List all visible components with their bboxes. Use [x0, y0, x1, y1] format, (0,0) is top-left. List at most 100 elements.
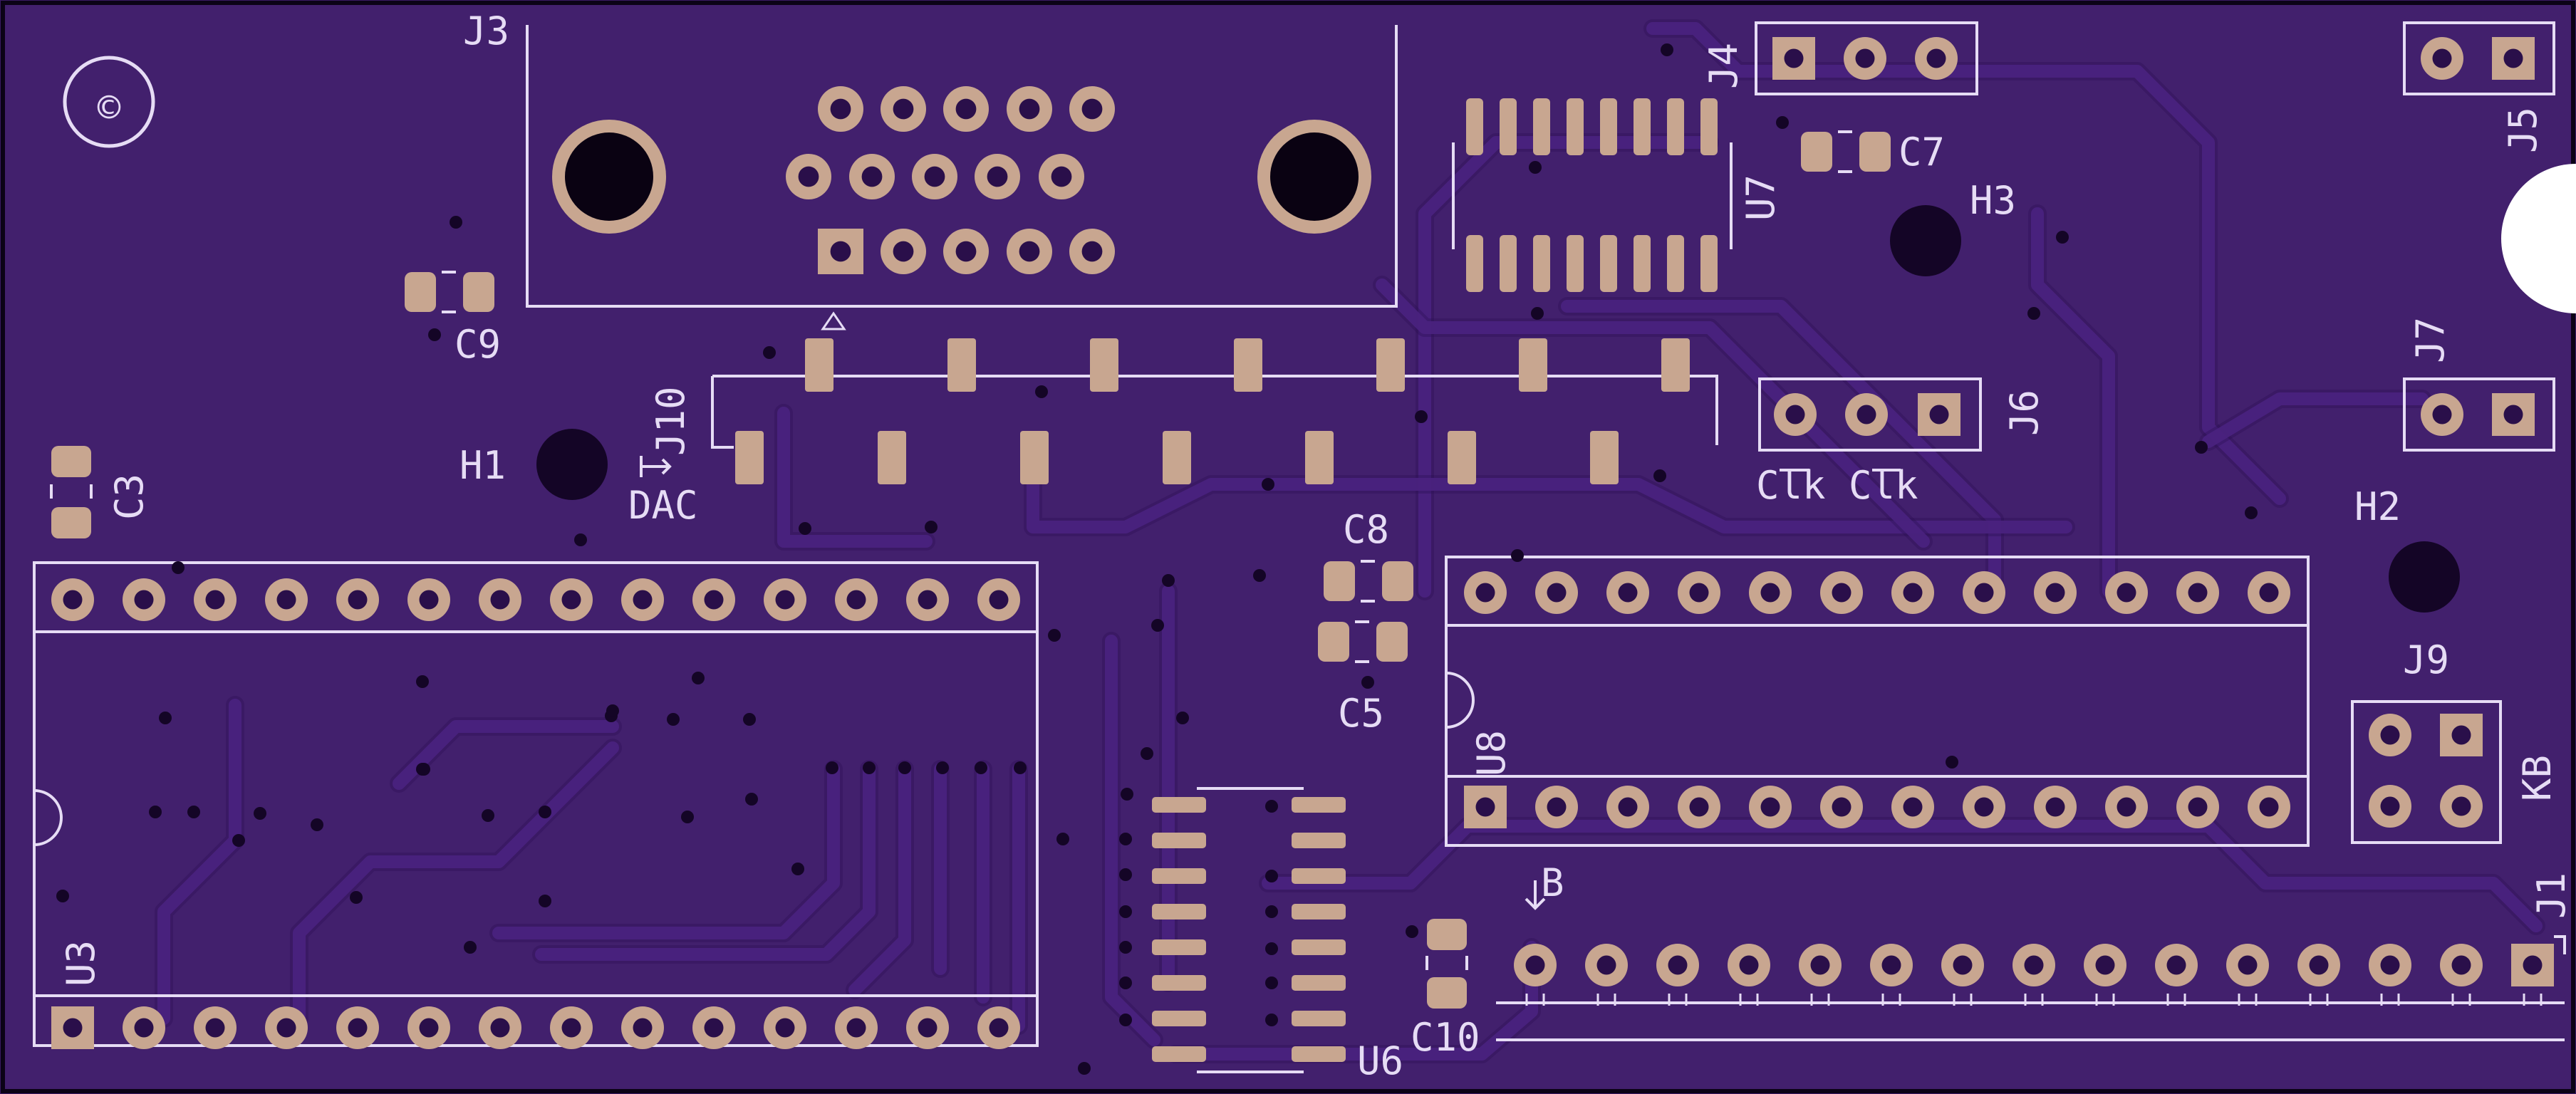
label-C3: C3 [107, 474, 152, 520]
j1-pin-hole [1668, 955, 1688, 975]
j10-pad [1234, 338, 1262, 392]
via [1265, 800, 1278, 813]
u6-pad [1152, 975, 1206, 991]
via [2195, 441, 2208, 454]
u3-pin-hole [63, 590, 83, 610]
j1-pin-hole [1881, 955, 1901, 975]
u3-pin-hole [846, 1018, 866, 1038]
u3-pin-hole [419, 590, 439, 610]
via [692, 672, 705, 684]
j1-pin-hole [1596, 955, 1616, 975]
u8-pin-hole [1618, 797, 1638, 817]
j10-pad [1090, 338, 1118, 392]
via [2056, 231, 2069, 244]
label-C10: C10 [1411, 1015, 1480, 1060]
via [482, 809, 494, 822]
label-J6: J6 [2002, 390, 2047, 436]
J1-pins [1514, 944, 2554, 1006]
u3-pin-hole [846, 590, 866, 610]
j9-pin-hole [2380, 725, 2400, 745]
U8-pins [1464, 571, 2290, 828]
via [1529, 161, 1542, 174]
J4-pins [1772, 37, 1958, 80]
j3-pin-hole [1081, 98, 1103, 120]
via [574, 533, 587, 546]
via [1176, 712, 1189, 724]
u3-pin-hole [134, 1018, 154, 1038]
chip-U8: U8 [1445, 556, 2310, 847]
via [1035, 385, 1048, 398]
j1-pin-hole [1525, 955, 1545, 975]
j4-pin-hole [1855, 48, 1875, 68]
j1-pin-hole [2024, 955, 2044, 975]
u8-pin-hole [1475, 797, 1495, 817]
capacitor-C3: C3 [50, 446, 152, 538]
header-J9: J9 KB [2351, 637, 2560, 844]
j10-pad [805, 338, 833, 392]
header-J4: J4 [1701, 21, 1978, 95]
u6-pad [1292, 797, 1346, 813]
via [1531, 307, 1544, 320]
mounting-hole-H1 [536, 429, 608, 500]
via [232, 834, 245, 847]
via [1121, 788, 1133, 801]
j3-pin-hole [987, 166, 1008, 187]
via [1265, 976, 1278, 989]
u8-pin-hole [2188, 583, 2208, 603]
header-J6: J6 Clk Clk [1756, 377, 2047, 508]
via [1141, 747, 1153, 760]
u6-pad [1292, 868, 1346, 884]
j5-pin-hole [2432, 48, 2452, 68]
via [450, 216, 462, 229]
j1-pin-hole [2238, 955, 2258, 975]
via [1056, 833, 1069, 845]
u7-pad [1700, 98, 1718, 155]
u3-pin-hole [276, 1018, 296, 1038]
capacitor-C9: C9 [405, 271, 501, 367]
label-H3: H3 [1970, 178, 2016, 223]
j10-pad [1020, 431, 1049, 484]
header-J10: J10 DAC [628, 375, 1718, 528]
j10-pad [1305, 431, 1334, 484]
via [826, 761, 838, 774]
label-J1: J1 [2529, 872, 2574, 919]
u3-pin-hole [918, 590, 938, 610]
u7-pad [1600, 98, 1617, 155]
label-DAC: DAC [628, 483, 698, 528]
via [1415, 410, 1428, 423]
j1-pin-hole [2380, 955, 2400, 975]
u8-pin-hole [2117, 797, 2136, 817]
j1-pin-hole [2451, 955, 2471, 975]
j1-pin-hole [1739, 955, 1759, 975]
via [2245, 506, 2258, 519]
u7-pad [1466, 235, 1483, 292]
via [1162, 574, 1175, 587]
u7-pad [1700, 235, 1718, 292]
via [172, 561, 185, 574]
u3-pin-hole [633, 1018, 653, 1038]
j1-pin-hole [2523, 955, 2543, 975]
u7-pad [1634, 235, 1651, 292]
u3-pin-hole [348, 590, 368, 610]
j10-pad [1661, 338, 1690, 392]
via [464, 941, 477, 954]
u7-pad [1567, 98, 1584, 155]
copyright-circle [63, 56, 155, 148]
j4-pin-hole [1926, 48, 1946, 68]
j10-pad [1590, 431, 1619, 484]
u8-pin-hole [2045, 797, 2065, 817]
mounting-hole-H3 [1890, 205, 1961, 276]
via [863, 761, 876, 774]
via [56, 890, 69, 902]
u6-pad [1152, 868, 1206, 884]
u6-pad [1152, 797, 1206, 813]
header-J1: J1 B [1496, 860, 2574, 1041]
via [428, 328, 441, 341]
j6-pin-hole [1929, 405, 1949, 424]
j7-pin-hole [2503, 405, 2523, 424]
u6-pad [1152, 904, 1206, 920]
u8-pin-hole [1547, 797, 1567, 817]
j10-pad [1519, 338, 1547, 392]
J10-pads [735, 338, 1690, 484]
u8-pin-hole [1475, 583, 1495, 603]
